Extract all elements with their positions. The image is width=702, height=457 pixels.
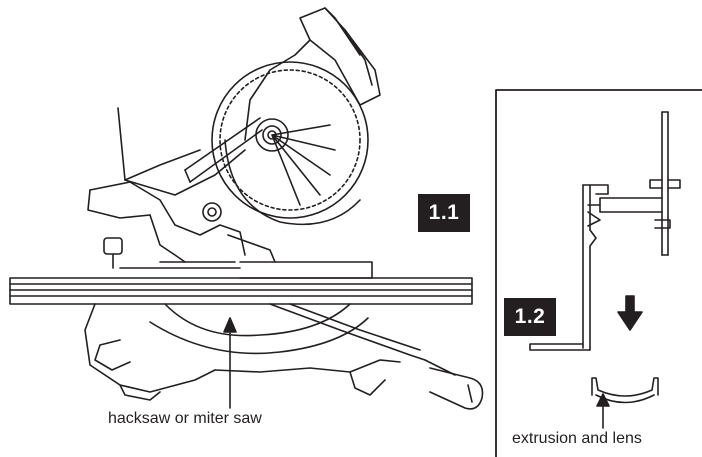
figure-label-1-1: 1.1 xyxy=(418,194,470,232)
down-arrow-icon xyxy=(617,295,643,331)
figure-label-1-2: 1.2 xyxy=(504,298,556,336)
caption-miter-saw: hacksaw or miter saw xyxy=(108,410,262,427)
pointer-arrow-icon xyxy=(596,393,610,429)
pointer-arrow-icon xyxy=(223,317,237,409)
caption-extrusion: extrusion and lens xyxy=(512,430,642,447)
aluminum-extrusion-profile xyxy=(529,111,681,351)
miter-saw-illustration xyxy=(9,7,484,410)
figure-1-2-frame xyxy=(495,89,702,457)
